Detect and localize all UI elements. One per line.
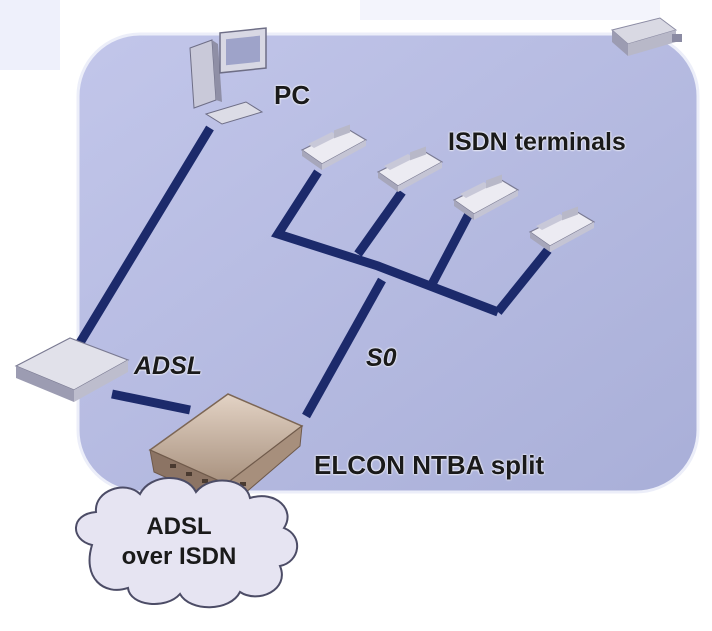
- connection-lines: [74, 125, 552, 419]
- modem-to-ntba-line: [111, 389, 191, 415]
- isdn-phone-icon: [452, 174, 520, 220]
- terminal-3-drop: [426, 209, 474, 291]
- s0-bus-line: [271, 169, 500, 317]
- terminal-4-drop: [494, 247, 552, 315]
- background-strip: [360, 0, 660, 20]
- terminal-2-drop: [354, 189, 406, 257]
- home-network-region: [76, 32, 700, 494]
- isdn-terminals-label: ISDN terminals: [448, 128, 626, 156]
- pc-to-modem-line: [74, 125, 214, 349]
- cloud-label: ADSL over ISDN: [84, 512, 274, 572]
- cloud-label-line-2: over ISDN: [121, 543, 237, 570]
- ntba-split-label: ELCON NTBA split: [314, 450, 545, 480]
- isdn-phone-icon: [376, 146, 444, 192]
- adsl-label: ADSL: [134, 352, 203, 380]
- s0-label: S0: [366, 344, 397, 372]
- s0-trunk-line: [302, 277, 386, 419]
- adsl-modem-icon: [14, 337, 130, 402]
- cloud-label-line-1: ADSL: [146, 513, 212, 540]
- top-right-device-icon: [610, 17, 682, 56]
- adsl-over-isdn-cloud: [75, 477, 299, 609]
- background-corner: [0, 0, 60, 70]
- pc-label: PC: [274, 80, 311, 110]
- isdn-phone-icon: [300, 124, 368, 170]
- pc-icon: [189, 27, 267, 125]
- isdn-phone-icon: [528, 206, 596, 252]
